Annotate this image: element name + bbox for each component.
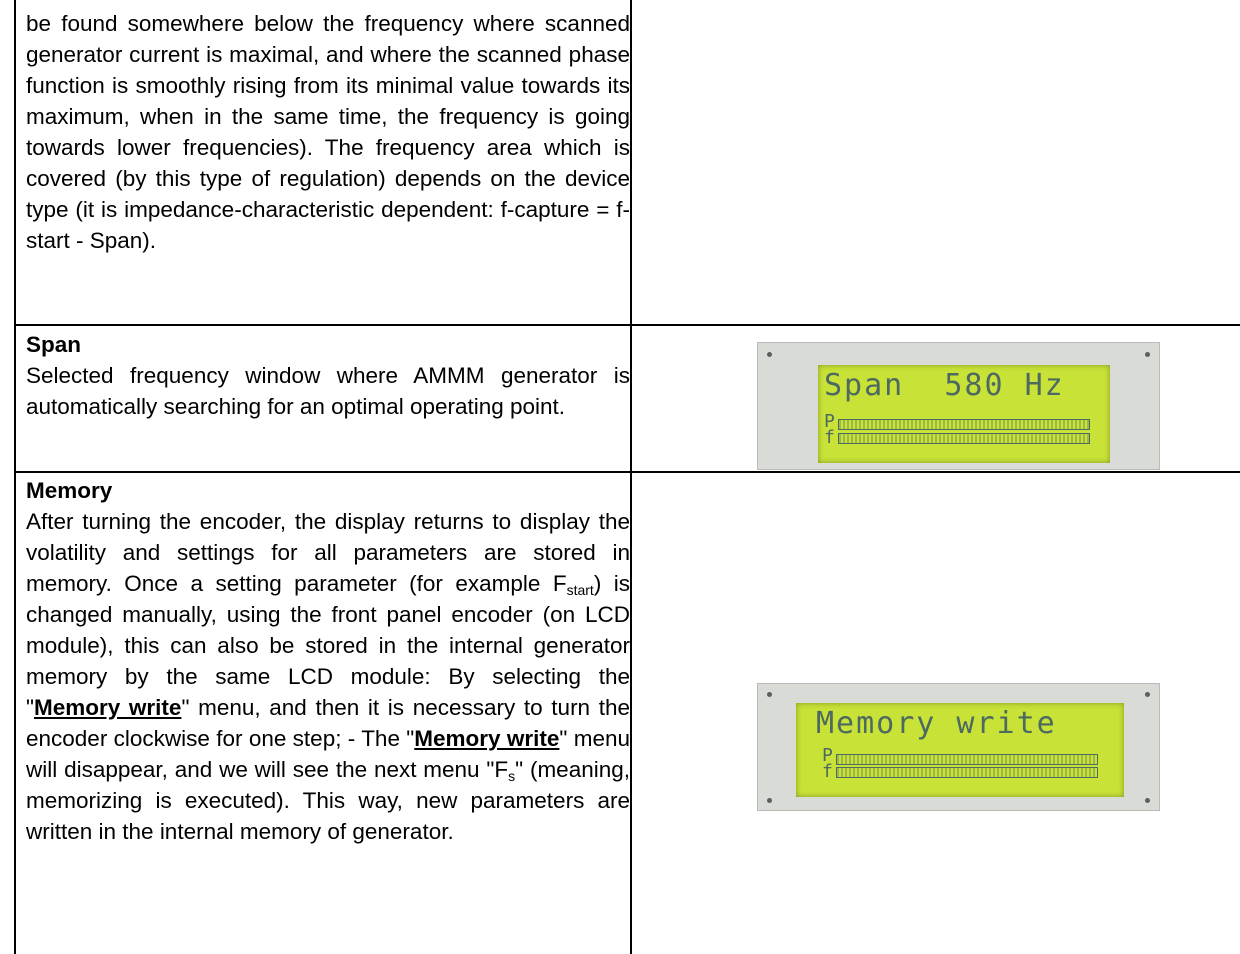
subscript-start: start — [566, 582, 594, 598]
row1-paragraph: be found somewhere below the frequency w… — [26, 11, 630, 253]
memory-text-c: " menu, and then it is necessary to turn… — [26, 695, 630, 751]
subscript-s: s — [508, 768, 516, 784]
screw-icon — [1145, 798, 1150, 803]
lcd-screen: Memory write P f — [796, 703, 1124, 797]
memory-text-e: " (meaning, memorizing is executed). Thi… — [26, 757, 631, 844]
memory-description: After turning the encoder, the display r… — [26, 506, 630, 847]
lcd-label-p: P — [822, 745, 833, 766]
screw-icon — [1145, 692, 1150, 697]
row2-text-cell: Span Selected frequency window where AMM… — [26, 329, 630, 422]
row-divider-2 — [14, 471, 1240, 473]
memory-text-b: ) is changed manually, using the front p… — [26, 571, 630, 720]
screw-icon — [1145, 352, 1150, 357]
table-border-middle — [630, 0, 632, 954]
span-description: Selected frequency window where AMMM gen… — [26, 363, 630, 419]
memory-lcd-image: Memory write P f — [757, 683, 1160, 811]
memory-heading: Memory — [26, 478, 113, 503]
lcd-line-1: Span 580 Hz — [824, 368, 1065, 403]
table-border-left — [14, 0, 16, 954]
lcd-label-f: f — [822, 761, 833, 782]
screw-icon — [767, 798, 772, 803]
row1-text-cell: be found somewhere below the frequency w… — [26, 8, 630, 256]
span-heading: Span — [26, 332, 82, 357]
screw-icon — [767, 692, 772, 697]
lcd-power-bar — [838, 419, 1090, 430]
lcd-frequency-bar — [838, 433, 1090, 444]
lcd-label-p: P — [824, 411, 835, 432]
row-divider-1 — [14, 324, 1240, 326]
span-lcd-image: Span 580 Hz P f — [757, 342, 1160, 470]
lcd-power-bar — [836, 754, 1098, 765]
memory-write-term: Memory write — [34, 695, 182, 720]
memory-write-term: Memory write — [414, 726, 560, 751]
lcd-screen: Span 580 Hz P f — [818, 365, 1110, 463]
lcd-frequency-bar — [836, 767, 1098, 778]
lcd-label-f: f — [824, 427, 835, 448]
lcd-line-1: Memory write — [816, 706, 1057, 741]
memory-text-a: After turning the encoder, the display r… — [26, 509, 630, 596]
memory-text-d: " menu will disappear, and we will see t… — [26, 726, 631, 782]
screw-icon — [767, 352, 772, 357]
row3-text-cell: Memory After turning the encoder, the di… — [26, 475, 630, 847]
